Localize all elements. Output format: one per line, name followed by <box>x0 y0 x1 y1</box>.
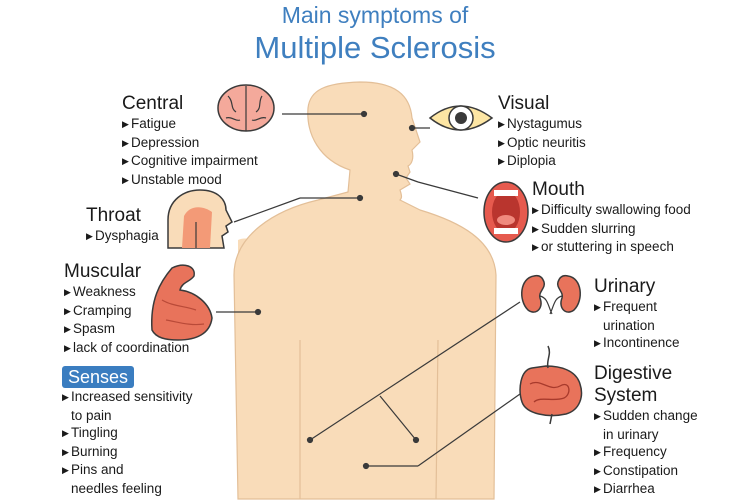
group-urinary: Urinary ▶Frequent urination ▶Incontinenc… <box>594 276 680 353</box>
list-central: ▶Fatigue ▶Depression ▶Cognitive impairme… <box>122 115 258 189</box>
list-item: ▶Unstable mood <box>122 171 222 187</box>
list-item: ▶Depression <box>122 134 200 150</box>
title-line-1: Main symptoms of <box>281 2 469 28</box>
list-item: to pain <box>71 407 112 423</box>
list-item: ▶Weakness <box>64 284 136 299</box>
list-item: ▶Increased sensitivity <box>62 389 193 404</box>
heading-mouth: Mouth <box>532 179 585 200</box>
brain-icon <box>217 84 275 132</box>
heading-visual: Visual <box>498 93 550 114</box>
list-senses: ▶Increased sensitivity to pain ▶Tingling… <box>62 388 193 497</box>
list-item: ▶Diplopia <box>498 153 556 168</box>
list-muscular: ▶Weakness ▶Cramping ▶Spasm ▶lack of coor… <box>64 283 189 357</box>
list-item: needles feeling <box>71 480 162 496</box>
title-line-2: Multiple Sclerosis <box>254 30 496 65</box>
list-item: ▶Pins and <box>62 462 124 477</box>
throat-icon <box>167 189 233 249</box>
list-item: ▶Burning <box>62 443 118 459</box>
list-item: ▶Cognitive impairment <box>122 153 258 168</box>
list-item: ▶Difficulty swallowing food <box>532 202 691 217</box>
eye-icon <box>428 105 494 131</box>
heading-digestive-line-1: Digestive <box>594 363 673 384</box>
list-item: ▶or stuttering in speech <box>532 239 674 254</box>
group-central: Central ▶Fatigue ▶Depression ▶Cognitive … <box>122 93 258 189</box>
list-item: ▶Frequent <box>594 299 658 314</box>
heading-urinary: Urinary <box>594 276 656 297</box>
list-item: ▶Incontinence <box>594 335 680 350</box>
connector-urinary-branch <box>379 395 417 441</box>
list-item: ▶Optic neuritis <box>498 134 586 150</box>
list-item: ▶Nystagumus <box>498 116 583 131</box>
connector-mouth <box>417 181 479 199</box>
list-item: ▶Dysphagia <box>86 228 159 243</box>
intestines-icon <box>519 345 583 425</box>
list-item: ▶Diarrhea <box>594 481 655 496</box>
body-torso <box>233 81 497 500</box>
arm-muscle-icon <box>151 264 213 341</box>
list-item: ▶Sudden change <box>594 408 698 423</box>
connector-lines <box>216 110 521 470</box>
list-digestive: ▶Sudden change in urinary ▶Frequency ▶Co… <box>594 407 698 499</box>
list-mouth: ▶Difficulty swallowing food ▶Sudden slur… <box>532 201 691 257</box>
heading-throat: Throat <box>86 205 141 226</box>
list-item: in urinary <box>603 426 659 442</box>
heading-central: Central <box>122 93 184 114</box>
group-throat: Throat ▶Dysphagia <box>86 205 159 246</box>
list-urinary: ▶Frequent urination ▶Incontinence <box>594 298 680 353</box>
heading-digestive-line-2: System <box>594 385 658 406</box>
connector-throat <box>233 197 301 223</box>
list-item: ▶Frequency <box>594 444 667 459</box>
body-arm-right <box>435 339 439 500</box>
mouth-icon <box>483 181 529 243</box>
list-item: urination <box>603 317 655 333</box>
list-visual: ▶Nystagumus ▶Optic neuritis ▶Diplopia <box>498 115 586 171</box>
list-item: ▶Cramping <box>64 302 132 318</box>
list-item: ▶Fatigue <box>122 116 177 131</box>
list-item: ▶Constipation <box>594 462 679 478</box>
list-item: ▶Sudden slurring <box>532 220 636 236</box>
group-senses: Senses ▶Increased sensitivity to pain ▶T… <box>62 366 193 497</box>
connector-urinary <box>309 301 521 441</box>
list-throat: ▶Dysphagia <box>86 227 159 246</box>
list-item: ▶Tingling <box>62 425 118 440</box>
kidneys-icon <box>521 274 581 315</box>
group-digestive: Digestive System ▶Sudden change in urina… <box>594 363 698 499</box>
list-item: ▶Spasm <box>64 321 116 336</box>
group-mouth: Mouth ▶Difficulty swallowing food ▶Sudde… <box>532 179 691 257</box>
list-item: ▶lack of coordination <box>64 339 190 355</box>
heading-senses: Senses <box>62 366 135 388</box>
group-muscular: Muscular ▶Weakness ▶Cramping ▶Spasm ▶lac… <box>64 261 189 357</box>
heading-muscular: Muscular <box>64 261 142 282</box>
group-visual: Visual ▶Nystagumus ▶Optic neuritis ▶Dipl… <box>498 93 586 171</box>
